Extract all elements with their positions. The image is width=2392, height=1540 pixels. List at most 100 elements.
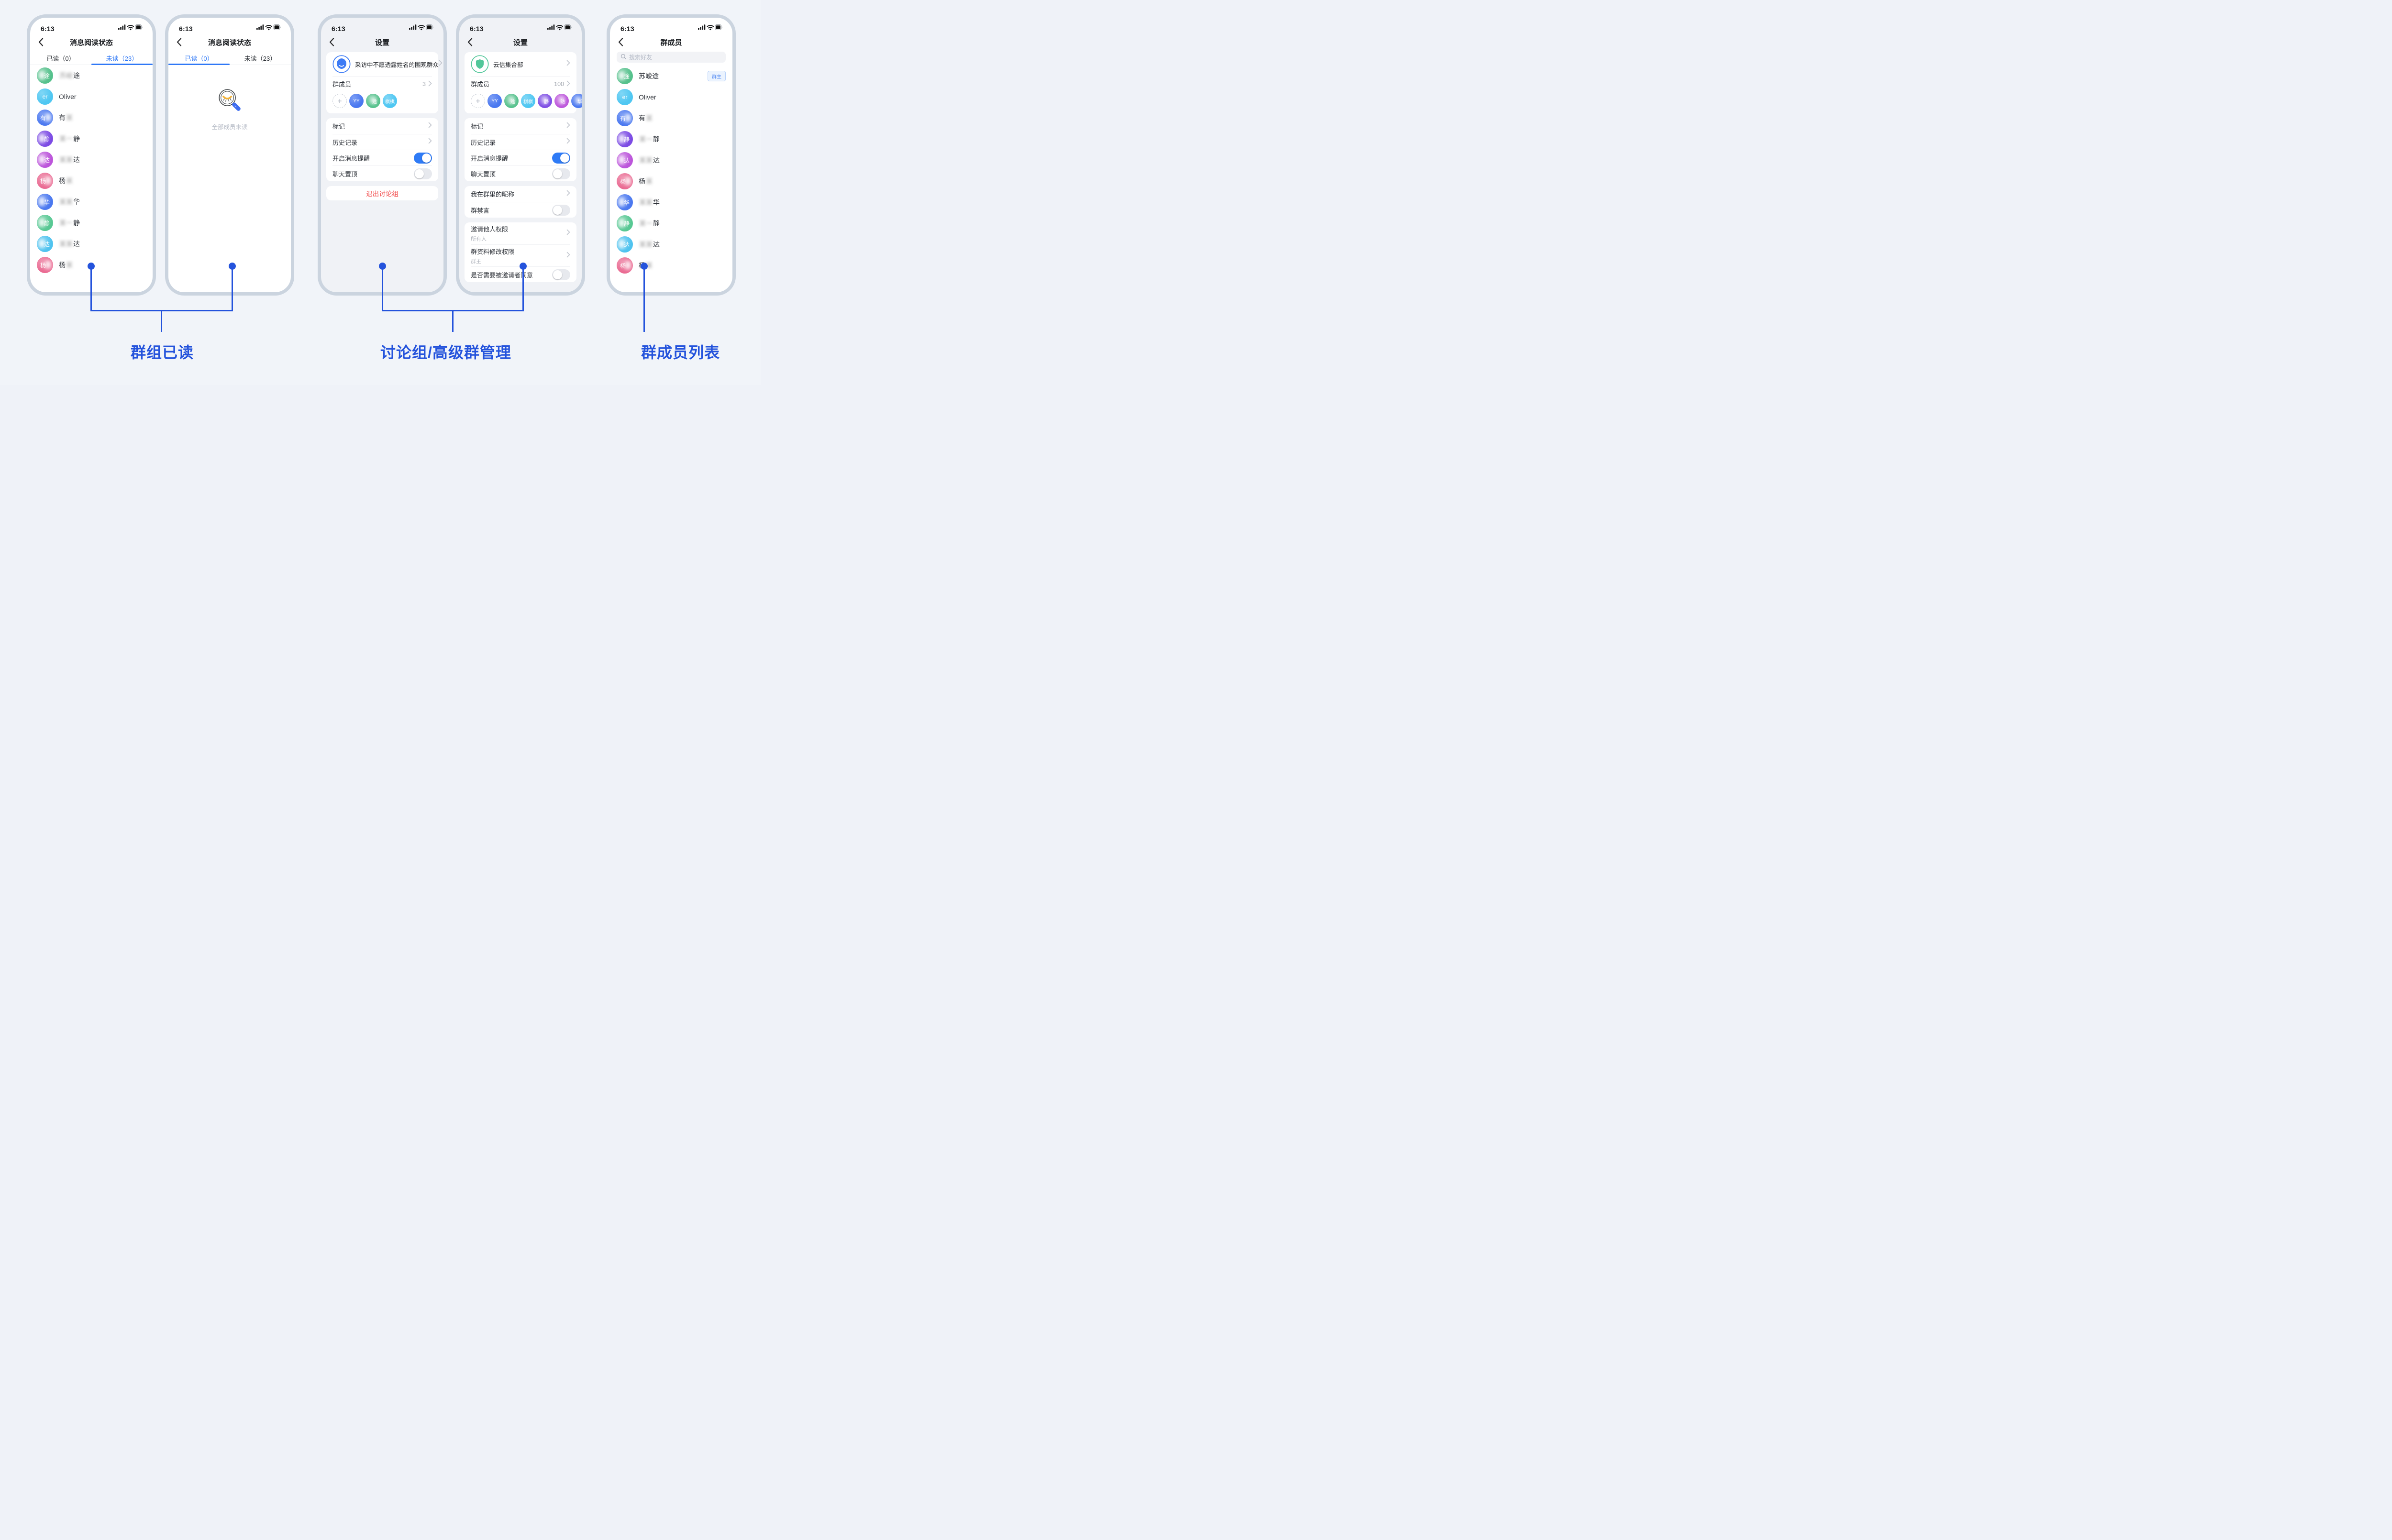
settings-row-notify[interactable]: 开启消息提醒 xyxy=(471,150,570,165)
settings-row-history[interactable]: 历史记录 xyxy=(332,134,432,150)
group-members-row[interactable]: 群成员 100 xyxy=(471,76,570,91)
avatar[interactable]: 静 xyxy=(538,94,552,108)
exit-group-button[interactable]: 退出讨论组 xyxy=(326,186,438,200)
member-row[interactable]: 华某某华 xyxy=(30,191,153,212)
status-bar: 6:13 xyxy=(30,18,153,34)
chevron-right-icon xyxy=(566,252,570,260)
avatar-blur-patch xyxy=(39,240,45,248)
search-input[interactable]: 搜索好友 xyxy=(617,52,726,63)
avatar: 杨 xyxy=(617,173,633,189)
group-header-row[interactable]: 采访中不愿透露姓名的围观群众 xyxy=(332,52,443,76)
member-row[interactable]: 达某某达 xyxy=(30,149,153,170)
avatar[interactable]: 棋棋 xyxy=(521,94,535,108)
chevron-right-icon xyxy=(566,190,570,198)
notify-toggle[interactable] xyxy=(414,152,432,164)
tab-unread[interactable]: 未读（23） xyxy=(106,55,138,62)
avatar-blur-patch xyxy=(619,72,625,80)
add-member-button[interactable]: + xyxy=(471,94,485,108)
member-row[interactable]: 有有某 xyxy=(610,108,732,129)
avatar[interactable]: 达 xyxy=(554,94,569,108)
settings-row-mute-all[interactable]: 群禁言 xyxy=(471,202,570,218)
settings-row-pin-chat[interactable]: 聊天置顶 xyxy=(332,165,432,181)
member-name: 杨某 xyxy=(639,177,653,185)
member-row[interactable]: 杨杨某 xyxy=(610,171,732,192)
member-row[interactable]: 达某某达 xyxy=(610,234,732,255)
avatar-blur-patch xyxy=(39,134,45,143)
settings-row-edit-permission[interactable]: 群资料修改权限群主 xyxy=(471,244,570,266)
tab-unread[interactable]: 未读（23） xyxy=(244,55,277,62)
connector-line xyxy=(381,266,383,310)
avatar-blur-patch xyxy=(625,261,631,269)
invitee-consent-toggle[interactable] xyxy=(552,269,570,280)
settings-row-mark[interactable]: 标记 xyxy=(332,118,432,134)
back-chevron-icon[interactable] xyxy=(467,38,473,46)
connector-line xyxy=(90,266,92,310)
settings-row-mark[interactable]: 标记 xyxy=(471,118,570,134)
status-bar: 6:13 xyxy=(610,18,732,34)
add-member-button[interactable]: + xyxy=(332,94,347,108)
member-row[interactable]: 杨杨某 xyxy=(30,170,153,191)
status-icons xyxy=(409,24,434,33)
avatar: 静 xyxy=(617,131,633,147)
settings-row-my-nickname[interactable]: 我在群里的昵称 xyxy=(471,186,570,202)
connector-line xyxy=(452,310,454,332)
tab-read[interactable]: 已读（0） xyxy=(185,55,213,62)
member-row[interactable]: 杨杨某 xyxy=(610,255,732,276)
avatar-blur-patch xyxy=(39,219,45,227)
group-members-row[interactable]: 群成员 3 xyxy=(332,76,432,91)
avatar[interactable]: 途 xyxy=(504,94,519,108)
member-row[interactable]: 静某一静 xyxy=(610,213,732,234)
avatar[interactable]: YY xyxy=(487,94,502,108)
avatar: 途 xyxy=(617,68,633,84)
settings-row-notify[interactable]: 开启消息提醒 xyxy=(332,150,432,165)
avatar[interactable]: 华 xyxy=(571,94,582,108)
avatar-blur-patch xyxy=(619,240,625,248)
annotation-group-read: 群组已读 xyxy=(131,344,194,361)
member-row[interactable]: 途苏峻途群主 xyxy=(610,66,732,87)
member-row[interactable]: 华某某华 xyxy=(610,192,732,213)
mute-all-toggle[interactable] xyxy=(552,204,570,216)
settings-row-history[interactable]: 历史记录 xyxy=(471,134,570,150)
pin-chat-toggle[interactable] xyxy=(552,168,570,179)
chevron-right-icon xyxy=(439,60,443,68)
member-row[interactable]: 静某一静 xyxy=(30,128,153,149)
notify-toggle[interactable] xyxy=(552,152,570,164)
wifi-icon xyxy=(556,25,564,29)
member-row[interactable]: 达某某达 xyxy=(30,233,153,254)
group-header-row[interactable]: 云信集合部 xyxy=(471,52,570,76)
settings-row-pin-chat[interactable]: 聊天置顶 xyxy=(471,165,570,181)
member-row[interactable]: 途苏峻途 xyxy=(30,65,153,86)
member-row[interactable]: 达某某达 xyxy=(610,150,732,171)
avatar[interactable]: 棋棋 xyxy=(383,94,397,108)
phone-advanced-group-settings: 6:13 设置 云信集合部 xyxy=(456,14,585,296)
member-row[interactable]: 杨杨某 xyxy=(30,254,153,275)
back-chevron-icon[interactable] xyxy=(618,38,624,46)
read-status-tabs: 已读（0） 未读（23） xyxy=(30,50,153,65)
pin-chat-toggle[interactable] xyxy=(414,168,432,179)
avatar: 静 xyxy=(37,131,53,147)
member-row[interactable]: 静某一静 xyxy=(610,129,732,150)
avatar[interactable]: YY xyxy=(349,94,364,108)
avatar[interactable]: 途 xyxy=(366,94,380,108)
tab-read[interactable]: 已读（0） xyxy=(46,55,75,62)
member-row[interactable]: 有有某 xyxy=(30,107,153,128)
back-chevron-icon[interactable] xyxy=(329,38,335,46)
member-row[interactable]: 静某一静 xyxy=(30,212,153,233)
settings-label: 标记 xyxy=(332,123,345,130)
member-name: Oliver xyxy=(59,93,77,100)
status-time: 6:13 xyxy=(620,24,634,33)
battery-icon xyxy=(715,24,722,30)
phone-read-status-read: 6:13 消息阅读状态 已读（0） 未读（23） 全部成员未读 xyxy=(165,14,294,296)
chevron-right-icon xyxy=(428,80,432,88)
settings-label: 是否需要被邀请者同意 xyxy=(471,271,533,279)
settings-row-invite-permission[interactable]: 邀请他人权限所有人 xyxy=(471,222,570,244)
back-chevron-icon[interactable] xyxy=(177,38,182,46)
avatar-blur-patch xyxy=(45,261,51,269)
connector-dot xyxy=(378,262,386,270)
active-tab-underline xyxy=(91,64,153,65)
connector-line xyxy=(160,310,162,332)
back-chevron-icon[interactable] xyxy=(38,38,44,46)
